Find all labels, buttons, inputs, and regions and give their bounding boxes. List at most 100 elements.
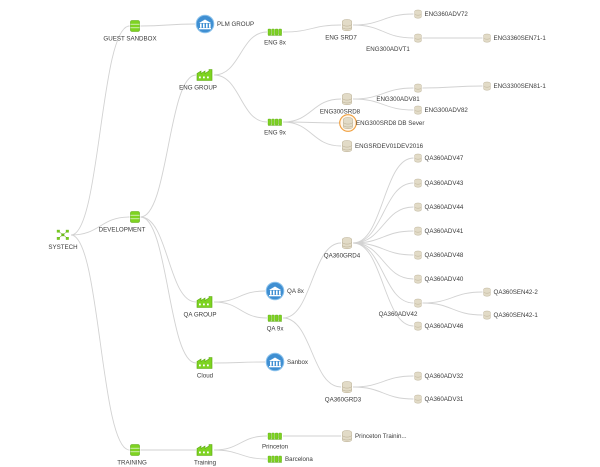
tree-node-engsrdev[interactable]: ENGSRDEV01DEV2016 — [342, 140, 424, 153]
tree-node-qa360adv32[interactable]: QA360ADV32 — [414, 371, 464, 381]
server-small-icon — [414, 321, 422, 331]
tree-edge — [352, 206, 414, 244]
node-label: ENG 8x — [264, 40, 287, 47]
node-label: QA360ADV32 — [425, 373, 464, 380]
tree-node-plm-group[interactable]: PLM GROUP — [195, 14, 254, 34]
node-label: QA360ADV40 — [425, 276, 464, 283]
cluster-icon — [267, 432, 282, 440]
tree-node-qa-9x[interactable]: QA 9x — [267, 314, 285, 333]
tree-node-eng-8x[interactable]: ENG 8x — [264, 28, 287, 47]
tree-node-eng3300sen81[interactable]: ENG3300SEN81-1 — [483, 81, 547, 91]
tree-edge — [140, 216, 197, 364]
tree-node-qa360grd3[interactable]: QA360GRD3 — [325, 381, 362, 404]
node-label: QA360SEN42-2 — [494, 289, 539, 296]
tree-node-eng300srd8-db[interactable]: ENG300SRD8 DB Sever — [339, 114, 425, 132]
server-small-icon — [414, 105, 422, 115]
tree-node-eng360adv72[interactable]: ENG360ADV72 — [414, 9, 469, 19]
node-label: ENG 9x — [264, 130, 287, 137]
node-label: TRAINING — [117, 460, 147, 467]
tree-node-qa-group[interactable]: QA GROUP — [183, 296, 217, 319]
tree-edge — [213, 449, 268, 460]
tree-edge — [140, 216, 197, 303]
node-label: ENG300ADV81 — [376, 96, 420, 103]
tree-edge — [352, 24, 414, 39]
node-label: GUEST SANDBOX — [103, 36, 156, 43]
tree-node-training-group[interactable]: Training — [194, 444, 217, 467]
server-icon — [342, 237, 352, 250]
node-label: QA360ADV48 — [425, 252, 464, 259]
tree-node-eng300adv81[interactable]: ENG300ADV81 — [376, 83, 422, 103]
tree-node-eng3360sen71[interactable]: ENG3360SEN71-1 — [483, 33, 547, 43]
tree-node-barcelona[interactable]: Barcelona — [267, 455, 313, 463]
tree-node-cloud[interactable]: Cloud — [196, 357, 214, 380]
tree-edge — [140, 23, 196, 27]
tree-node-qa360adv42[interactable]: QA360ADV42 — [379, 298, 422, 318]
tree-nodes: SYSTECH GUEST SANDBOX DEVELOPMENT TRAINING P… — [48, 9, 547, 467]
tree-node-qa360adv47[interactable]: QA360ADV47 — [414, 153, 464, 163]
tree-edge — [352, 242, 414, 327]
tree-edge — [213, 301, 268, 319]
tree-node-qa360adv44[interactable]: QA360ADV44 — [414, 202, 464, 212]
tree-node-engsrd8[interactable]: ENG300SRD8 — [320, 93, 361, 116]
network-icon — [56, 229, 69, 240]
node-label: Princeton Trainin... — [355, 433, 407, 440]
tree-node-engsrd7[interactable]: ENG SRD7 — [325, 19, 357, 42]
tree-node-training[interactable]: TRAINING — [117, 444, 147, 467]
server-small-icon — [414, 9, 422, 19]
cluster-icon — [267, 28, 282, 36]
server-icon — [342, 430, 352, 443]
tree-node-qa360sen42-2[interactable]: QA360SEN42-2 — [483, 287, 539, 297]
server-small-icon — [414, 371, 422, 381]
tree-edge — [213, 361, 266, 364]
node-label: DEVELOPMENT — [99, 227, 146, 234]
factory-icon — [196, 69, 213, 81]
tree-node-qa360adv41[interactable]: QA360ADV41 — [414, 226, 464, 236]
tree-edge — [213, 31, 268, 76]
server-stack-icon — [130, 211, 140, 223]
node-label: QA360ADV46 — [425, 323, 464, 330]
tree-edge — [352, 386, 414, 400]
tree-node-qa360adv48[interactable]: QA360ADV48 — [414, 250, 464, 260]
server-small-icon — [414, 226, 422, 236]
tree-node-qa360adv40[interactable]: QA360ADV40 — [414, 274, 464, 284]
tree-edge — [282, 242, 342, 319]
tree-edge — [352, 87, 414, 100]
node-label: ENG3300SEN81-1 — [494, 83, 547, 90]
factory-icon — [196, 357, 213, 369]
server-small-icon — [414, 298, 422, 308]
server-small-icon — [414, 202, 422, 212]
node-label: QA360ADV43 — [425, 180, 464, 187]
tree-edge — [422, 85, 483, 89]
tree-node-princeton[interactable]: Princeton — [262, 432, 289, 451]
tree-node-qa360adv31[interactable]: QA360ADV31 — [414, 394, 464, 404]
server-small-icon — [483, 310, 491, 320]
tree-edge — [352, 242, 414, 280]
tree-node-eng300adv82[interactable]: ENG300ADV82 — [414, 105, 469, 115]
tree-edge — [282, 24, 342, 33]
datacenter-icon — [265, 281, 285, 301]
tree-node-sanbox[interactable]: Sanbox — [265, 352, 309, 372]
tree-node-qa360adv43[interactable]: QA360ADV43 — [414, 178, 464, 188]
factory-icon — [196, 444, 213, 456]
tree-edge — [213, 290, 266, 303]
node-label: Cloud — [197, 373, 214, 380]
server-stack-icon — [130, 444, 140, 456]
tree-node-eng300advt1[interactable]: ENG300ADVT1 — [366, 33, 422, 53]
tree-node-qa360sen42-1[interactable]: QA360SEN42-1 — [483, 310, 539, 320]
tree-node-qa360adv46[interactable]: QA360ADV46 — [414, 321, 464, 331]
tree-edge — [70, 234, 130, 451]
server-icon — [342, 140, 352, 153]
tree-node-systech[interactable]: SYSTECH — [48, 229, 78, 251]
server-icon — [342, 93, 352, 106]
tree-node-qa-8x[interactable]: QA 8x — [265, 281, 305, 301]
tree-node-development[interactable]: DEVELOPMENT — [99, 211, 146, 234]
node-label: Barcelona — [285, 456, 313, 463]
tree-node-eng-9x[interactable]: ENG 9x — [264, 118, 287, 137]
tree-node-guest-sandbox[interactable]: GUEST SANDBOX — [103, 20, 157, 43]
tree-node-princeton-training[interactable]: Princeton Trainin... — [342, 430, 407, 443]
node-label: Sanbox — [287, 359, 309, 366]
tree-node-eng-group[interactable]: ENG GROUP — [179, 69, 217, 92]
tree-node-qa360grd4[interactable]: QA360GRD4 — [324, 237, 361, 260]
node-label: Training — [194, 460, 217, 467]
